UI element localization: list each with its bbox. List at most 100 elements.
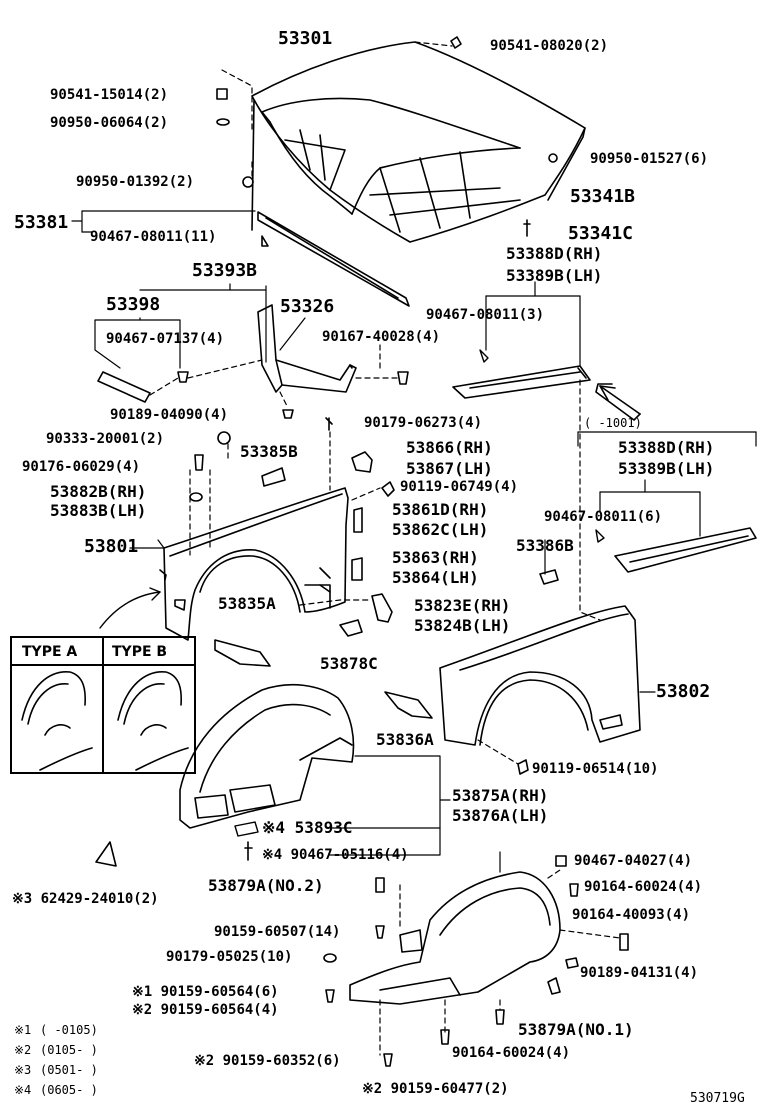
- part-label: 90467-08011(11): [90, 229, 217, 245]
- part-label: 90950-06064(2): [50, 115, 169, 131]
- part-label: 90189-04090(4): [110, 407, 229, 423]
- part-label: 53866(RH): [406, 438, 493, 457]
- part-label: ※1 90159-60564(6): [132, 984, 279, 1000]
- range-label: ( -1001): [584, 416, 642, 430]
- fender-leader-lines: [189, 431, 519, 765]
- hood-panel: [251, 41, 586, 243]
- range-bracket: [577, 431, 757, 447]
- diagram-id: 530719G: [690, 1091, 745, 1106]
- part-label: 53879A(NO.2): [208, 876, 324, 895]
- part-label: 53878C: [320, 654, 378, 673]
- part-label: 53801: [84, 536, 139, 557]
- note-range: (0105- ): [40, 1043, 98, 1057]
- part-label: 90164-40093(4): [572, 907, 691, 923]
- part-label: 53883B(LH): [50, 501, 147, 520]
- part-label: 90467-08011(6): [544, 509, 663, 525]
- part-label: 53393B: [192, 260, 258, 281]
- type-sketches: [21, 671, 189, 771]
- part-label: 53326: [280, 296, 335, 317]
- note-mark: ※1: [14, 1023, 32, 1037]
- right-leader-line: [579, 379, 601, 621]
- part-label: ※4 53893C: [262, 818, 353, 837]
- part-label: ※2 90159-60352(6): [194, 1053, 341, 1069]
- part-label: 53386B: [516, 536, 574, 555]
- part-label: 90189-04131(4): [580, 965, 699, 981]
- part-label: 90164-60024(4): [452, 1045, 571, 1061]
- part-label: 53864(LH): [392, 568, 479, 587]
- part-label: 53823E(RH): [414, 596, 511, 615]
- part-label: ※4 90467-05116(4): [262, 847, 409, 863]
- hood-seal-strip: [257, 211, 410, 307]
- part-label: 90179-05025(10): [166, 949, 293, 965]
- moulding-lower-bracket: [599, 479, 701, 537]
- direction-arrow: [595, 383, 641, 421]
- part-label: 90119-06749(4): [400, 479, 519, 495]
- part-label: 90467-07137(4): [106, 331, 225, 347]
- note-range: (0501- ): [40, 1063, 98, 1077]
- part-label: 53802: [656, 681, 711, 702]
- clip-90467-07137: [177, 371, 189, 383]
- note-mark: ※3: [14, 1063, 32, 1077]
- callout-brackets: [71, 210, 256, 233]
- part-label: 90176-06029(4): [22, 459, 141, 475]
- moulding-upper: [452, 365, 591, 399]
- part-label: 90541-08020(2): [490, 38, 609, 54]
- type-b-label: TYPE B: [112, 644, 168, 660]
- part-label: 53388D(RH): [506, 244, 603, 263]
- part-label: 53389B(LH): [618, 459, 715, 478]
- fender-liner-lower: [349, 871, 561, 1005]
- lower-fasteners: [95, 841, 629, 1067]
- part-label: 90179-06273(4): [364, 415, 483, 431]
- right-fender-53802: [439, 605, 641, 746]
- part-label: 90467-04027(4): [574, 853, 693, 869]
- part-label: 53341C: [568, 223, 634, 244]
- hood-leader-lines: [221, 41, 453, 179]
- part-label: 53835A: [218, 594, 276, 613]
- part-53326: [257, 304, 357, 393]
- part-label: 90333-20001(2): [46, 431, 165, 447]
- part-label: 90159-60507(14): [214, 924, 341, 940]
- note-mark: ※2: [14, 1043, 32, 1057]
- part-label: 53389B(LH): [506, 266, 603, 285]
- lower-leader-lines: [379, 869, 621, 1056]
- fender-liner-upper: [179, 683, 355, 829]
- part-label: 53875A(RH): [452, 786, 549, 805]
- part-label: 53836A: [376, 730, 434, 749]
- part-label: 53862C(LH): [392, 520, 489, 539]
- callout-brackets-2: [94, 283, 306, 369]
- part-label: ※2 90159-60477(2): [362, 1081, 509, 1097]
- part-label: 53341B: [570, 186, 636, 207]
- part-label: 53381: [14, 212, 69, 233]
- moulding-lower: [614, 527, 757, 573]
- misc-fasteners: [217, 371, 409, 445]
- type-b-header: [102, 636, 196, 666]
- part-label: 53876A(LH): [452, 806, 549, 825]
- type-a-label: TYPE A: [22, 644, 78, 660]
- note-range: ( -0105): [40, 1023, 98, 1037]
- part-label: 90950-01527(6): [590, 151, 709, 167]
- small-parts: [189, 451, 559, 775]
- part-label: 53879A(NO.1): [518, 1020, 634, 1039]
- part-label: 53824B(LH): [414, 616, 511, 635]
- part-label: 53882B(RH): [50, 482, 147, 501]
- part-label: 53388D(RH): [618, 438, 715, 457]
- part-label: ※3 62429-24010(2): [12, 891, 159, 907]
- part-label: 90164-60024(4): [584, 879, 703, 895]
- hood-fasteners: [216, 36, 558, 237]
- left-fender-53801: [159, 487, 349, 641]
- note-range: (0605- ): [40, 1083, 98, 1097]
- type-divider: [102, 636, 104, 774]
- part-label: 90167-40028(4): [322, 329, 441, 345]
- part-label: ※2 90159-60564(4): [132, 1002, 279, 1018]
- part-label: 53301: [278, 28, 333, 49]
- bracket-leader-lines: [149, 344, 401, 409]
- part-label: 90467-08011(3): [426, 307, 545, 323]
- part-label: 53867(LH): [406, 459, 493, 478]
- note-mark: ※4: [14, 1083, 32, 1097]
- moulding-upper-bracket: [485, 281, 581, 367]
- part-label: 53863(RH): [392, 548, 479, 567]
- part-label: 90541-15014(2): [50, 87, 169, 103]
- liner-bracket: [329, 755, 451, 856]
